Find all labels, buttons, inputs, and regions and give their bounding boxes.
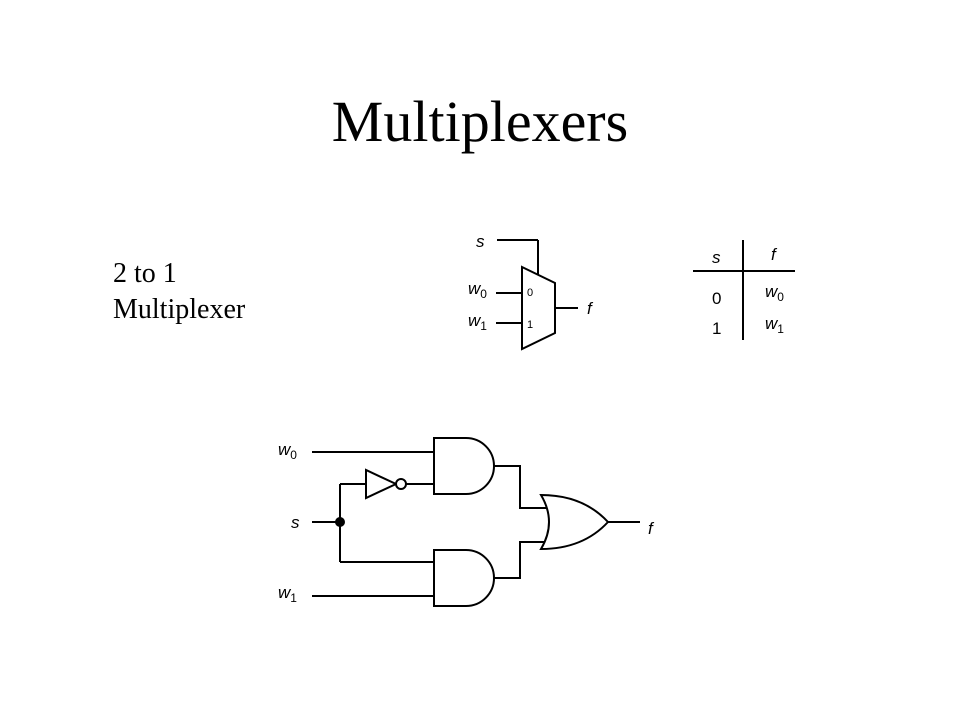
wire-and1-to-or (494, 465, 548, 509)
circuit-output-label: f (648, 519, 655, 538)
not-gate (365, 468, 399, 500)
mux-pin1-label: 1 (527, 319, 533, 331)
or-gate (539, 493, 610, 551)
mux-symbol (496, 239, 578, 351)
circuit-w1-label: w1 (278, 583, 297, 605)
mux-select-label: s (476, 232, 485, 251)
and-gate-top (433, 437, 495, 495)
circuit-s-label: s (291, 513, 300, 532)
truth-table (693, 240, 795, 340)
truth-table-header-f: f (771, 245, 778, 264)
circuit-w0-label: w0 (278, 440, 297, 462)
not-gate-bubble (395, 478, 407, 490)
mux-input1-label: w1 (468, 311, 487, 333)
truth-table-row0-s: 0 (712, 289, 721, 308)
junction-dot (335, 517, 345, 527)
truth-table-row1-s: 1 (712, 319, 721, 338)
caption-line-2: Multiplexer (113, 294, 246, 325)
page-title: Multiplexers (331, 89, 629, 154)
truth-table-row1-f: w1 (765, 314, 784, 336)
mux-output-label: f (587, 299, 594, 318)
truth-table-header-s: s (712, 248, 721, 267)
gate-circuit (312, 437, 640, 607)
mux-input0-label: w0 (468, 279, 487, 301)
and-gate-bottom (433, 549, 495, 607)
mux-body (521, 265, 556, 351)
caption: 2 to 1 Multiplexer (113, 256, 245, 328)
truth-table-row0-f: w0 (765, 282, 784, 304)
mux-pin0-label: 0 (527, 287, 533, 299)
wire-and2-to-or (494, 541, 548, 579)
caption-line-1: 2 to 1 (113, 258, 177, 289)
